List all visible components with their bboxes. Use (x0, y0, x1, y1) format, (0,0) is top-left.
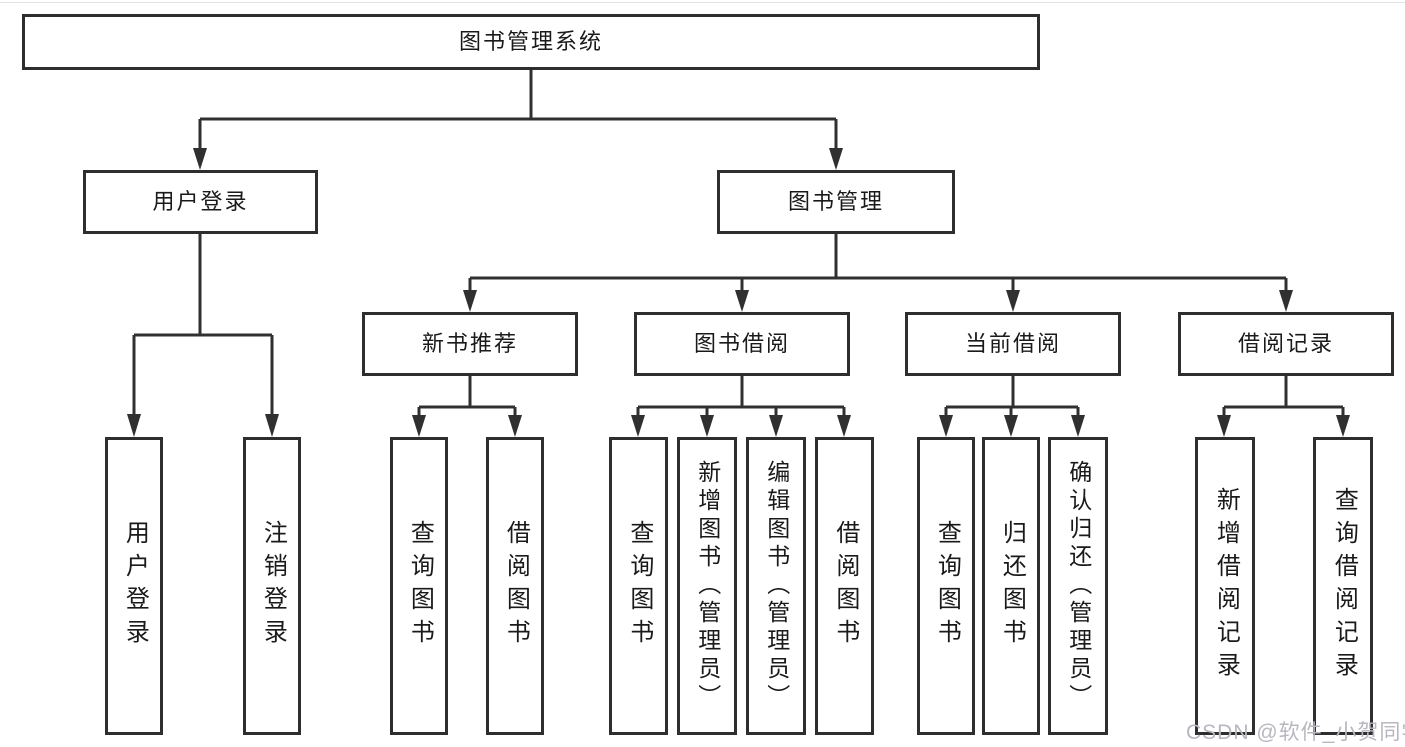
leaf-recommend-borrow-book: 借阅图书 (486, 437, 544, 735)
node-book-management: 图书管理 (717, 170, 955, 234)
leaf-borrowing-edit-book-admin: 编辑图书（管理员） (746, 437, 806, 735)
leaf-borrowing-add-book-admin: 新增图书（管理员） (677, 437, 737, 735)
leaf-user-login: 用户登录 (105, 437, 163, 735)
node-library-management-system: 图书管理系统 (22, 14, 1040, 70)
node-borrow-records: 借阅记录 (1178, 312, 1394, 376)
leaf-current-confirm-return-admin: 确认归还（管理员） (1048, 437, 1108, 735)
node-current-borrowing: 当前借阅 (905, 312, 1121, 376)
leaf-logout: 注销登录 (243, 437, 301, 735)
leaf-current-search-book: 查询图书 (917, 437, 975, 735)
csdn-watermark: CSDN @软件_小贺同学 (1186, 721, 1405, 744)
leaf-borrowing-search-book: 查询图书 (609, 437, 668, 735)
node-book-borrowing: 图书借阅 (634, 312, 850, 376)
leaf-record-search: 查询借阅记录 (1313, 437, 1373, 735)
leaf-record-add: 新增借阅记录 (1195, 437, 1255, 735)
leaf-current-return-book: 归还图书 (982, 437, 1040, 735)
leaf-borrowing-borrow-book: 借阅图书 (815, 437, 874, 735)
node-user-login: 用户登录 (83, 170, 318, 234)
node-new-book-recommend: 新书推荐 (362, 312, 578, 376)
leaf-recommend-search-book: 查询图书 (390, 437, 448, 735)
page-top-border (0, 2, 1405, 3)
